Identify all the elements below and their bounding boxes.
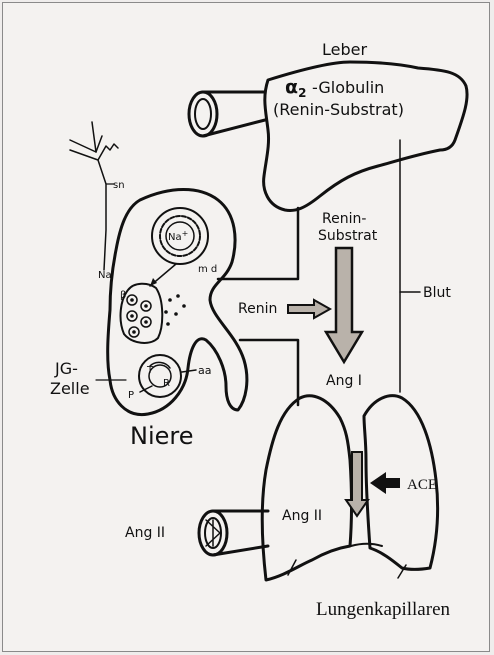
md-label: m d: [198, 264, 217, 275]
substrate-down-arrow: [326, 248, 362, 362]
jg-granule-cluster: [121, 284, 163, 343]
renin-arrow: [288, 300, 330, 318]
ace-label: ACE: [407, 477, 437, 493]
r-label: R: [163, 378, 170, 389]
left-lung-outline: [262, 396, 351, 580]
niere-label: Niere: [130, 422, 194, 450]
jg-label-2: Zelle: [50, 379, 90, 398]
renin-substrat-paren-label: (Renin-Substrat): [273, 100, 404, 119]
leber-label: Leber: [322, 40, 367, 59]
sn-label: sn: [113, 180, 125, 191]
liver-vessel: [189, 92, 265, 136]
alpha2-symbol: α2: [285, 76, 306, 100]
lung-vessel: [199, 511, 268, 555]
t-label: T: [146, 365, 154, 376]
lungenkapillaren-label: Lungenkapillaren: [316, 599, 451, 620]
sympathetic-nerve: [70, 122, 118, 270]
blut-label: Blut: [423, 285, 451, 301]
ang2-left-label: Ang II: [125, 525, 165, 541]
ace-arrow: [370, 472, 400, 494]
renin-label: Renin: [238, 301, 277, 317]
ang2-lung-label: Ang II: [282, 508, 322, 524]
na-plus-label: Na+: [168, 229, 188, 243]
aa-label: aa: [198, 364, 211, 377]
kidney-outline: [108, 190, 247, 415]
renin-substrat-label-2: Substrat: [318, 228, 378, 244]
renin-granule-dots: [164, 294, 186, 326]
globulin-label: -Globulin: [312, 78, 384, 97]
jg-label-1: JG-: [54, 359, 78, 378]
p-label: P: [128, 390, 134, 401]
na-label: Na: [98, 270, 112, 281]
ang1-label: Ang I: [326, 373, 362, 389]
renin-substrat-label-1: Renin-: [322, 211, 366, 227]
lung-junction: [351, 544, 382, 546]
beta-label: β: [120, 290, 126, 301]
kidney-lung-connector: [240, 340, 298, 405]
